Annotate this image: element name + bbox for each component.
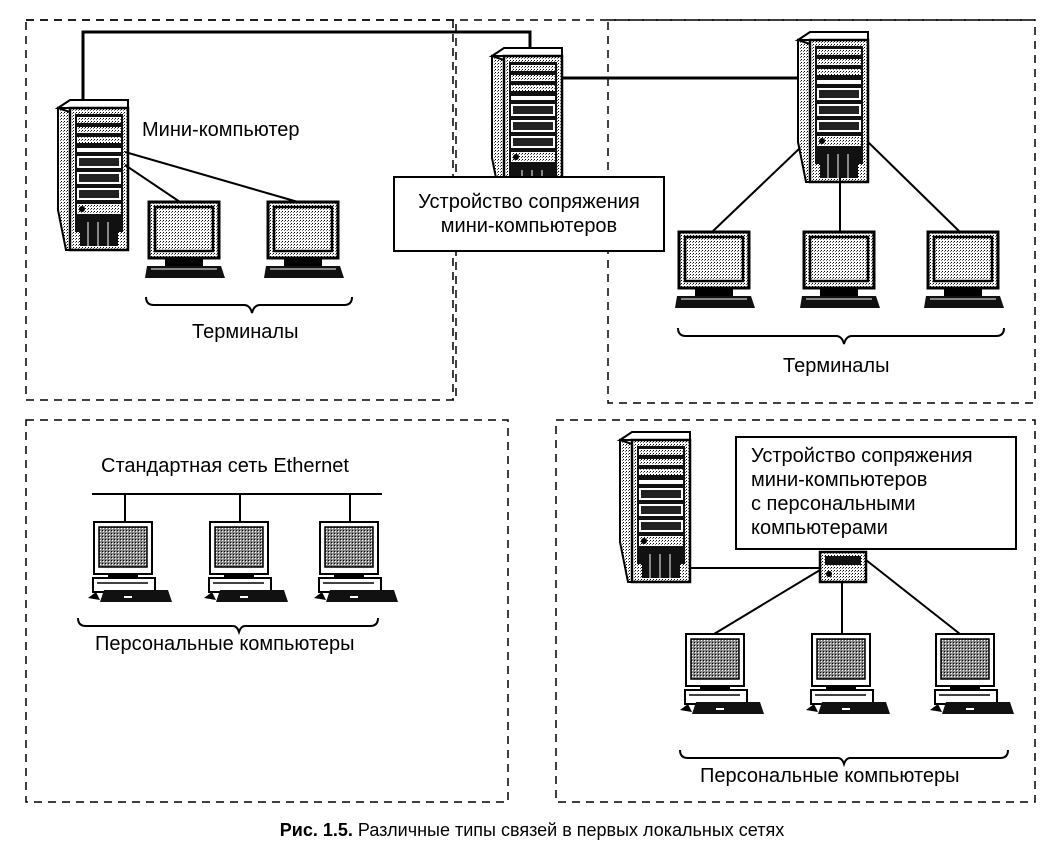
region-bottom-right: [555, 419, 1036, 803]
minicomputer-icon: [618, 430, 692, 584]
pc-interface-label-line1: Устройство сопряжения: [751, 445, 973, 467]
minicomputer-label: Мини-компьютер: [142, 119, 300, 141]
terminal-icon: [262, 200, 346, 280]
pc-icon: [679, 633, 765, 715]
pc-icon: [203, 521, 289, 603]
ethernet-label: Стандартная сеть Ethernet: [101, 455, 349, 477]
link-minicomputer-terminal-1: [124, 164, 181, 203]
terminal-icon: [673, 230, 757, 310]
pc-icon: [87, 521, 173, 603]
link-hub-pc-1: [713, 569, 821, 635]
terminals-label-right: Терминалы: [783, 355, 890, 377]
link-hub-pc-3: [865, 559, 961, 635]
hub-icon: [818, 550, 868, 584]
pc-interface-box: Устройство сопряжения мини-компьютеров с…: [735, 436, 1017, 550]
minicomputer-icon: [56, 98, 130, 252]
link-minicomputer-interface: [81, 30, 532, 100]
pcs-label-left: Персональные компьютеры: [95, 633, 355, 655]
pc-interface-label-line4: компьютерами: [751, 517, 888, 539]
brace-terminals-right: [677, 327, 1005, 345]
region-bottom-left: [25, 419, 509, 803]
pc-icon: [805, 633, 891, 715]
terminal-icon: [143, 200, 227, 280]
terminals-label-left: Терминалы: [192, 321, 299, 343]
figure-caption: Рис. 1.5. Различные типы связей в первых…: [0, 820, 1064, 841]
pc-interface-label-line2: мини-компьютеров: [751, 469, 928, 491]
interface-device-label-line2: мини-компьютеров: [440, 215, 618, 237]
pc-interface-label-line3: с персональными: [751, 493, 916, 515]
pc-icon: [313, 521, 399, 603]
caption-number: Рис. 1.5.: [279, 820, 353, 840]
minicomputer-icon: [796, 30, 870, 184]
brace-pcs-left: [77, 617, 379, 636]
pcs-label-right: Персональные компьютеры: [700, 765, 960, 787]
terminal-icon: [798, 230, 882, 310]
pc-icon: [929, 633, 1015, 715]
link-minicomputer-terminal-2: [124, 151, 299, 203]
interface-device-box: Устройство сопряжения мини-компьютеров: [393, 176, 665, 252]
brace-pcs-right: [679, 749, 1009, 768]
link-top-right-terminal-3: [867, 141, 961, 233]
caption-text: Различные типы связей в первых локальных…: [352, 820, 785, 840]
link-top-right-terminal-1: [711, 147, 801, 233]
brace-terminals-left: [145, 296, 353, 314]
interface-device-label-line1: Устройство сопряжения: [418, 191, 640, 213]
terminal-icon: [922, 230, 1006, 310]
